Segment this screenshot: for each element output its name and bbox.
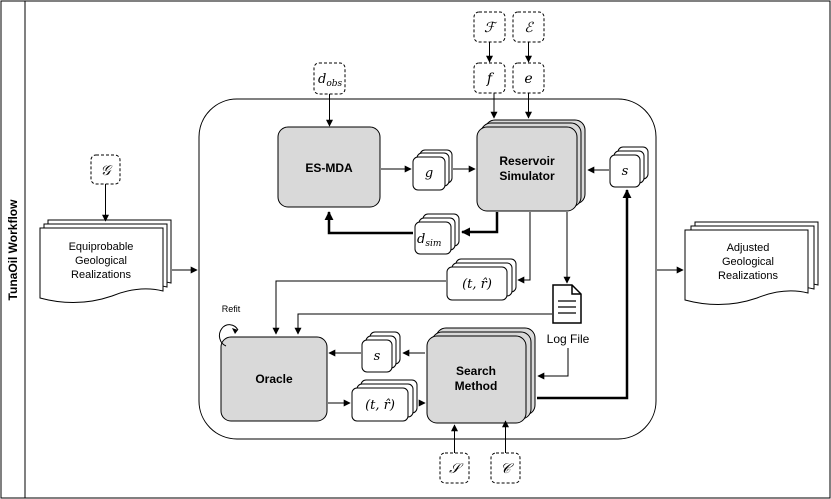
reservoir-label-line1: Reservoir — [499, 154, 555, 168]
tr-to-oracle-arrow — [272, 280, 446, 335]
search-label-line2: Method — [455, 379, 498, 393]
e-symbol: e — [524, 71, 532, 87]
reservoir-stack — [476, 119, 586, 212]
refit-arrow-icon — [218, 324, 239, 347]
logfile-to-search-arrow — [537, 348, 569, 380]
dsim-symbol: dsim — [417, 232, 441, 249]
f-param-box — [473, 62, 506, 94]
esmda-block — [277, 126, 381, 208]
G-symbol: 𝒢 — [101, 163, 113, 179]
tr-top-stack — [446, 258, 517, 301]
output-doc-line1: Adjusted — [727, 242, 770, 254]
S-param-box — [439, 452, 470, 484]
esmda-label: ES-MDA — [305, 161, 353, 175]
E-symbol: ℰ — [524, 20, 534, 36]
reservoir-label-line2: Simulator — [499, 169, 555, 183]
logfile-to-oracle-arrow — [294, 313, 552, 335]
input-doc-line1: Equiprobable — [69, 241, 134, 253]
log-file-label: Log File — [547, 332, 590, 346]
input-doc-line2: Geological — [75, 255, 127, 267]
refit-label: Refit — [222, 304, 241, 314]
g-symbol: g — [425, 166, 433, 181]
output-doc-line2: Geological — [722, 256, 774, 268]
oracle-label: Oracle — [255, 372, 293, 386]
search-to-s-top-arrow — [537, 189, 632, 400]
workflow-title: TunaOil Workflow — [6, 199, 20, 301]
reservoir-to-tr-arrow — [517, 212, 531, 284]
g-stack — [412, 149, 453, 191]
s-top-symbol: s — [622, 164, 629, 179]
output-document: Adjusted Geological Realizations — [684, 221, 819, 306]
input-doc-line3: Realizations — [71, 269, 131, 281]
reservoir-to-dsim-arrow — [461, 212, 499, 237]
dsim-to-esmda-arrow — [324, 211, 413, 235]
f-symbol: f — [486, 71, 495, 87]
F-symbol: ℱ — [484, 20, 498, 36]
search-stack — [426, 327, 536, 424]
output-doc-line3: Realizations — [718, 270, 778, 282]
dobs-symbol: dobs — [318, 72, 343, 89]
oracle-block — [220, 336, 328, 422]
tr-bottom-symbol: (t, r̂) — [365, 398, 395, 413]
input-document: Equiprobable Geological Realizations — [39, 219, 172, 304]
document-icon — [552, 284, 582, 324]
s-mid-stack — [361, 331, 401, 373]
s-mid-symbol: s — [374, 349, 381, 364]
tr-top-symbol: (t, r̂) — [462, 277, 492, 292]
tr-bottom-stack — [351, 379, 418, 422]
dsim-stack — [414, 213, 460, 255]
s-top-stack — [609, 146, 649, 188]
search-label-line1: Search — [456, 364, 496, 378]
C-param-box — [490, 452, 521, 484]
